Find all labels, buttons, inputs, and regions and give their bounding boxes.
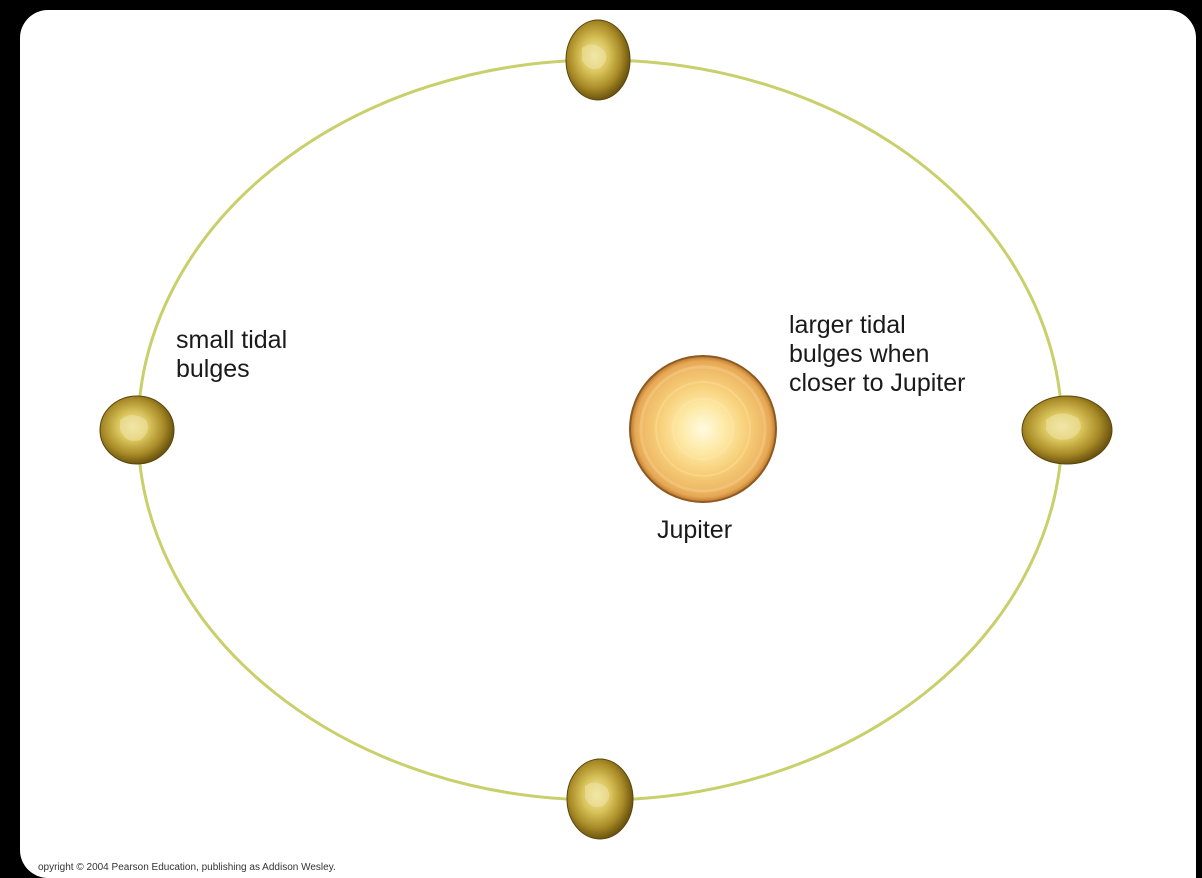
moon-bottom [566,758,634,840]
larger-tidal-bulges-label: larger tidal bulges when closer to Jupit… [789,311,965,398]
moon-left [99,395,175,465]
moon-top [565,19,631,101]
larger-tidal-bulges-line-3: closer to Jupiter [789,369,966,397]
moon-right [1021,395,1113,465]
small-tidal-bulges-line-1: small tidal [176,326,288,354]
larger-tidal-bulges-line-1: larger tidal [789,311,906,339]
jupiter [629,355,777,503]
copyright-notice: opyright © 2004 Pearson Education, publi… [38,862,336,873]
jupiter-label: Jupiter [657,516,733,544]
orbit-ellipse [136,58,1064,802]
diagram-panel [20,10,1196,878]
small-tidal-bulges-label: small tidal bulges [176,326,287,384]
small-tidal-bulges-line-2: bulges [176,355,250,383]
larger-tidal-bulges-line-2: bulges when [789,340,930,368]
